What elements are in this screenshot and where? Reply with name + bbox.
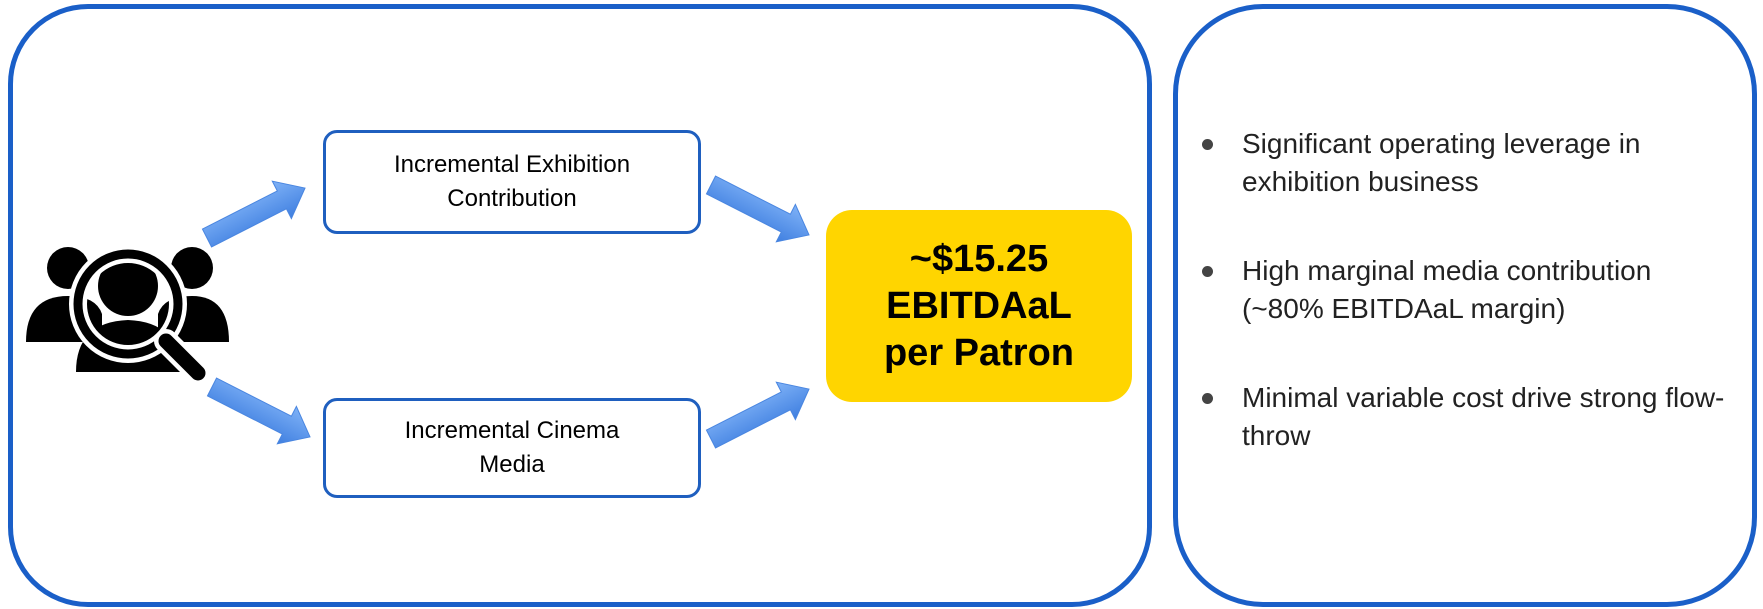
bullet-icon — [1202, 139, 1213, 150]
cinema-media-label: Incremental Cinema Media — [404, 417, 620, 478]
highlights-list: Significant operating leverage in exhibi… — [1200, 125, 1730, 506]
highlight-text: High marginal media contribution (~80% E… — [1242, 255, 1652, 324]
cinema-media-node: Incremental Cinema Media — [323, 398, 701, 498]
highlight-item: Significant operating leverage in exhibi… — [1200, 125, 1730, 201]
bullet-icon — [1202, 393, 1213, 404]
arrow-media-to-result — [705, 381, 810, 449]
arrow-to-media — [206, 377, 311, 445]
exhibition-contribution-node: Incremental Exhibition Contribution — [323, 130, 701, 234]
result-value: ~$15.25 — [909, 237, 1049, 280]
highlight-item: Minimal variable cost drive strong flow-… — [1200, 379, 1730, 455]
people-search-icon — [26, 245, 229, 385]
highlight-item: High marginal media contribution (~80% E… — [1200, 252, 1730, 328]
ebitdaal-result-box: ~$15.25 EBITDAaL per Patron — [826, 210, 1132, 402]
bullet-icon — [1202, 266, 1213, 277]
highlights-panel — [1173, 4, 1757, 607]
highlight-text: Significant operating leverage in exhibi… — [1242, 128, 1641, 197]
result-metric: EBITDAaL — [886, 284, 1072, 327]
exhibition-contribution-label: Incremental Exhibition Contribution — [393, 151, 631, 212]
arrow-to-exhibition — [201, 180, 306, 248]
result-unit: per Patron — [883, 331, 1075, 374]
highlight-text: Minimal variable cost drive strong flow-… — [1242, 382, 1725, 451]
arrow-exhibition-to-result — [705, 175, 810, 243]
